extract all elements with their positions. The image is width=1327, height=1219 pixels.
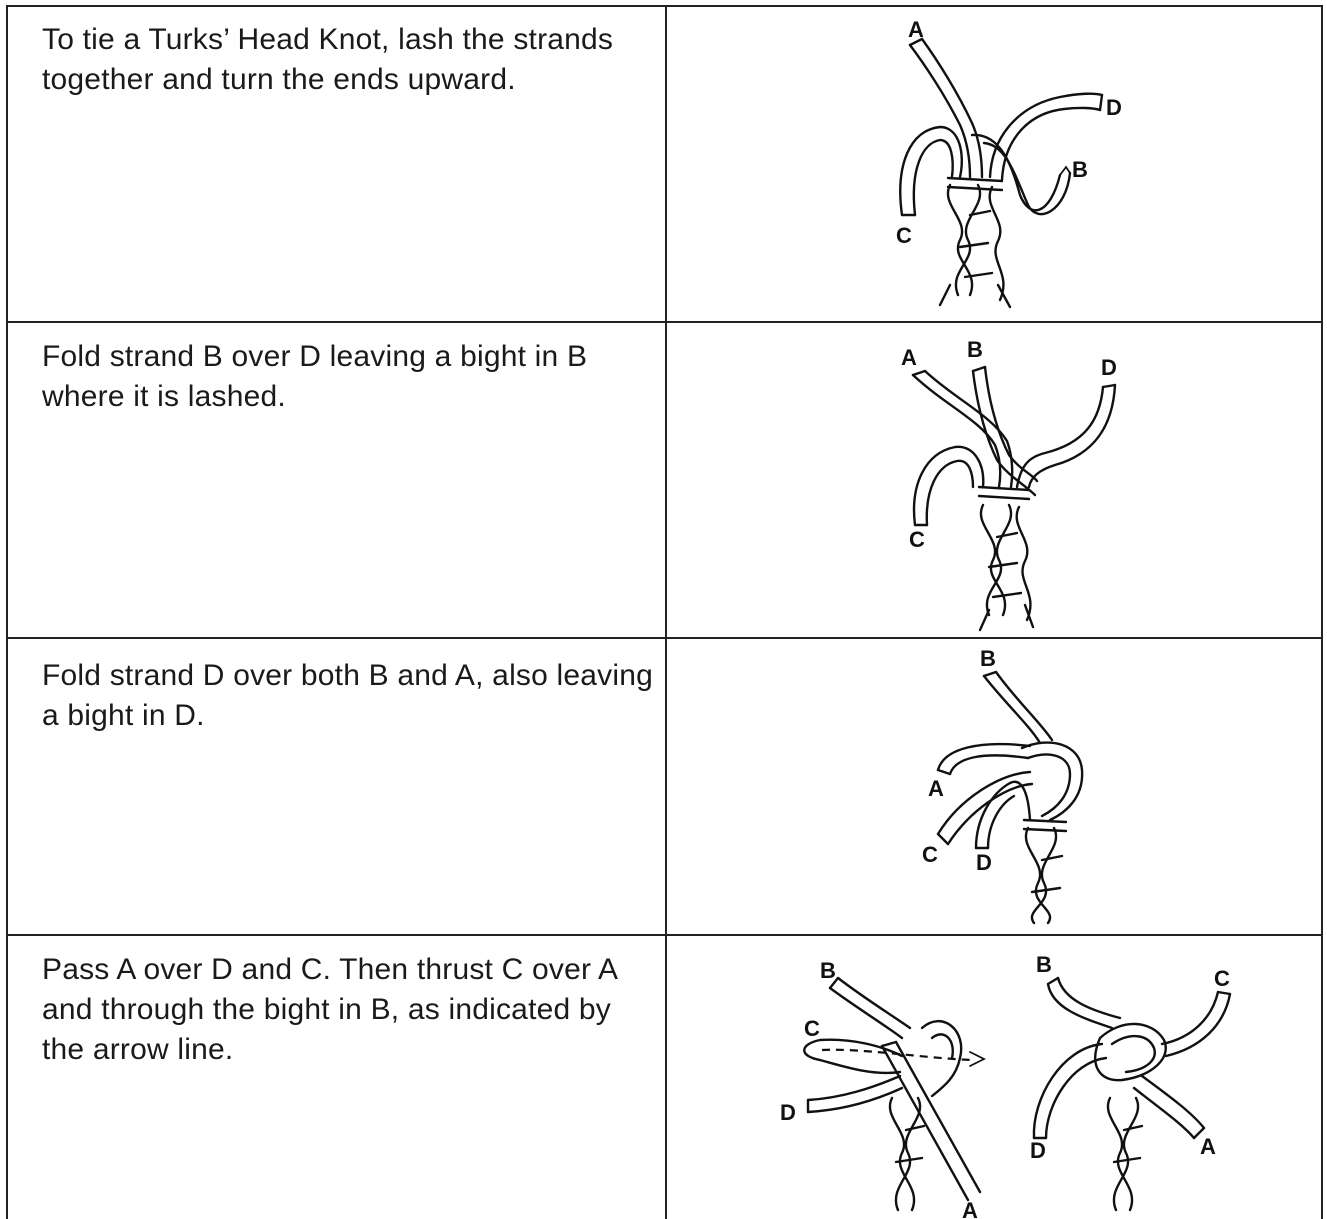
label-c: C [804, 1016, 820, 1041]
label-d: D [780, 1100, 796, 1125]
table-column-divider [665, 5, 667, 1219]
step-1-text: To tie a Turks’ Head Knot, lash the stra… [42, 20, 657, 100]
label-d: D [1030, 1138, 1046, 1163]
braid-illustration [890, 1098, 924, 1210]
step-3-text: Fold strand D over both B and A, also le… [42, 656, 657, 736]
step-2-text: Fold strand B over D leaving a bight in … [42, 337, 657, 417]
label-c: C [909, 527, 925, 552]
label-c: C [1214, 966, 1230, 991]
label-c: C [922, 842, 938, 867]
braid-illustration [940, 185, 1010, 307]
step-3-illustration: B A C D [910, 648, 1150, 928]
braid-illustration [1026, 828, 1062, 923]
label-a: A [928, 776, 944, 801]
table-border-right [1321, 5, 1323, 1219]
label-a: A [962, 1198, 978, 1219]
step-4-text: Pass A over D and C. Then thrust C over … [42, 950, 657, 1070]
label-b: B [980, 646, 996, 671]
label-a: A [901, 345, 917, 370]
table-row-divider-2 [6, 637, 1323, 639]
label-d: D [1101, 355, 1117, 380]
step-2-illustration: A B D C [885, 335, 1145, 635]
label-b: B [1072, 157, 1088, 182]
label-b: B [967, 337, 983, 362]
label-c: C [896, 223, 912, 248]
label-b: B [820, 958, 836, 983]
label-d: D [976, 850, 992, 875]
label-a: A [908, 17, 924, 42]
braid-illustration [980, 505, 1033, 630]
braid-illustration [1108, 1098, 1142, 1210]
table-row-divider-3 [6, 934, 1323, 936]
step-4-illustration-left: B C D A [772, 948, 1022, 1218]
step-4-illustration-right: B C D A [1022, 948, 1262, 1218]
label-a: A [1200, 1134, 1216, 1159]
label-d: D [1106, 95, 1122, 120]
step-1-illustration: A D B C [880, 15, 1140, 315]
table-row-divider-1 [6, 321, 1323, 323]
strand-arrow [822, 1050, 972, 1060]
table-border-left [6, 5, 8, 1219]
label-b: B [1036, 952, 1052, 977]
